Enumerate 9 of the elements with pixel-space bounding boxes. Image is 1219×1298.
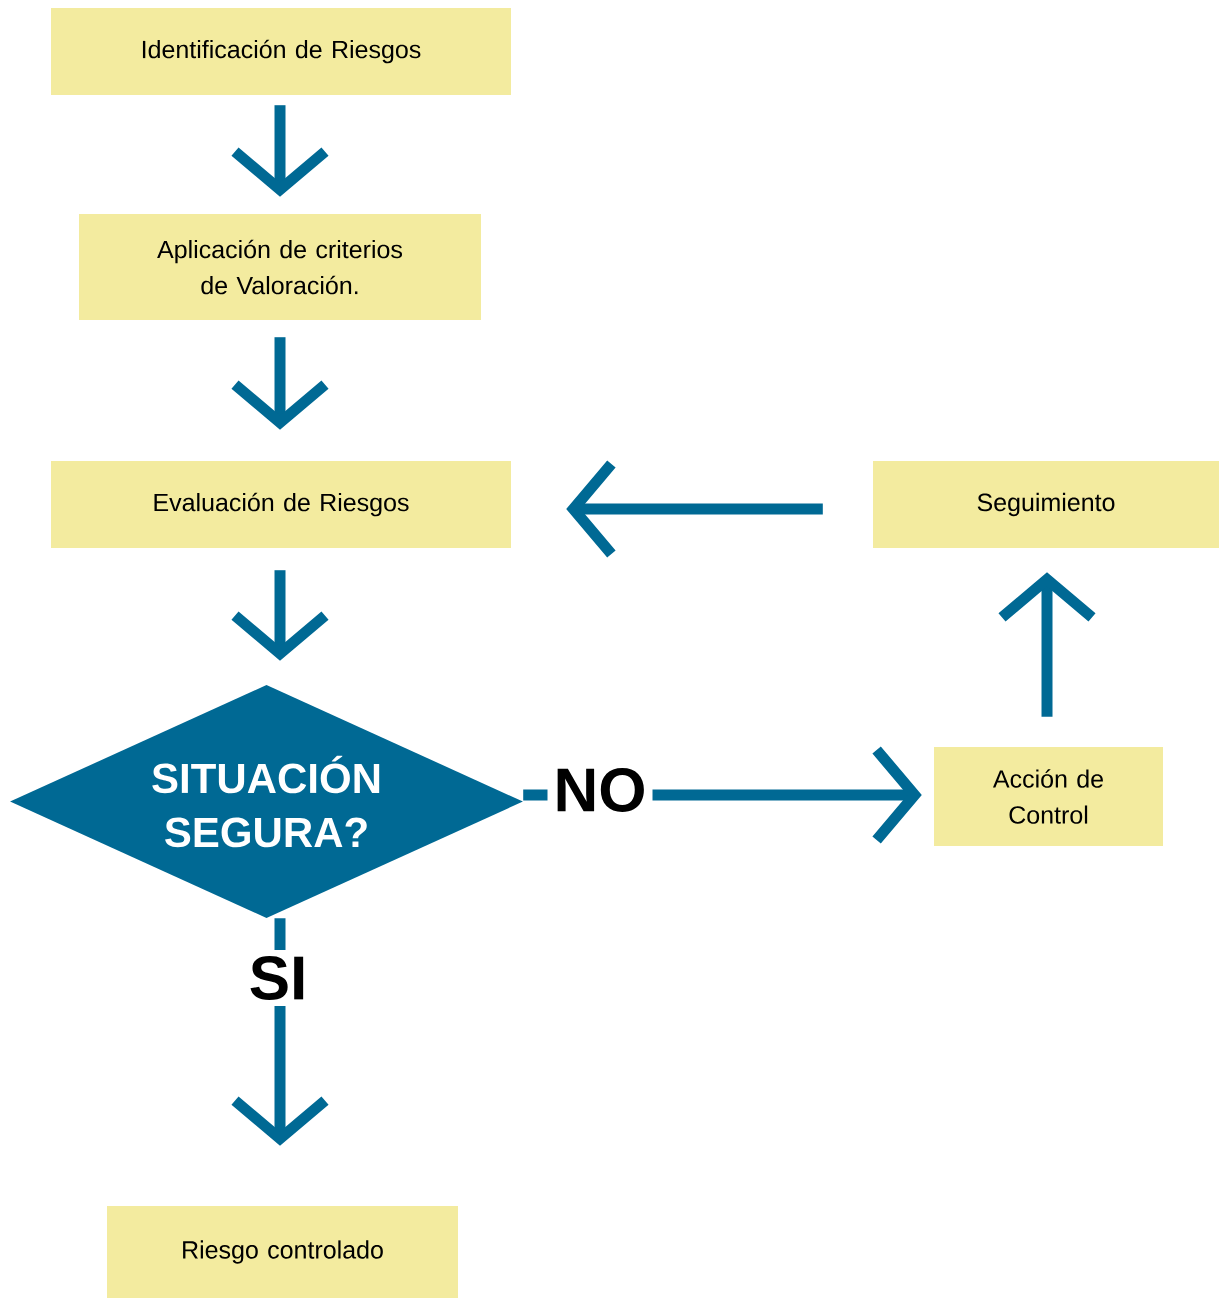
process-box: Aplicación de criterios de Valoración. bbox=[79, 214, 481, 320]
process-box: Evaluación de Riesgos bbox=[51, 461, 511, 548]
process-box: Riesgo controlado bbox=[107, 1206, 458, 1298]
process-box: Acción de Control bbox=[934, 747, 1163, 846]
edge-label: SI bbox=[242, 950, 314, 1006]
process-box: Identificación de Riesgos bbox=[51, 8, 511, 95]
edge-label: NO bbox=[547, 762, 653, 818]
arrow bbox=[566, 460, 823, 558]
process-box: Seguimiento bbox=[873, 461, 1219, 548]
